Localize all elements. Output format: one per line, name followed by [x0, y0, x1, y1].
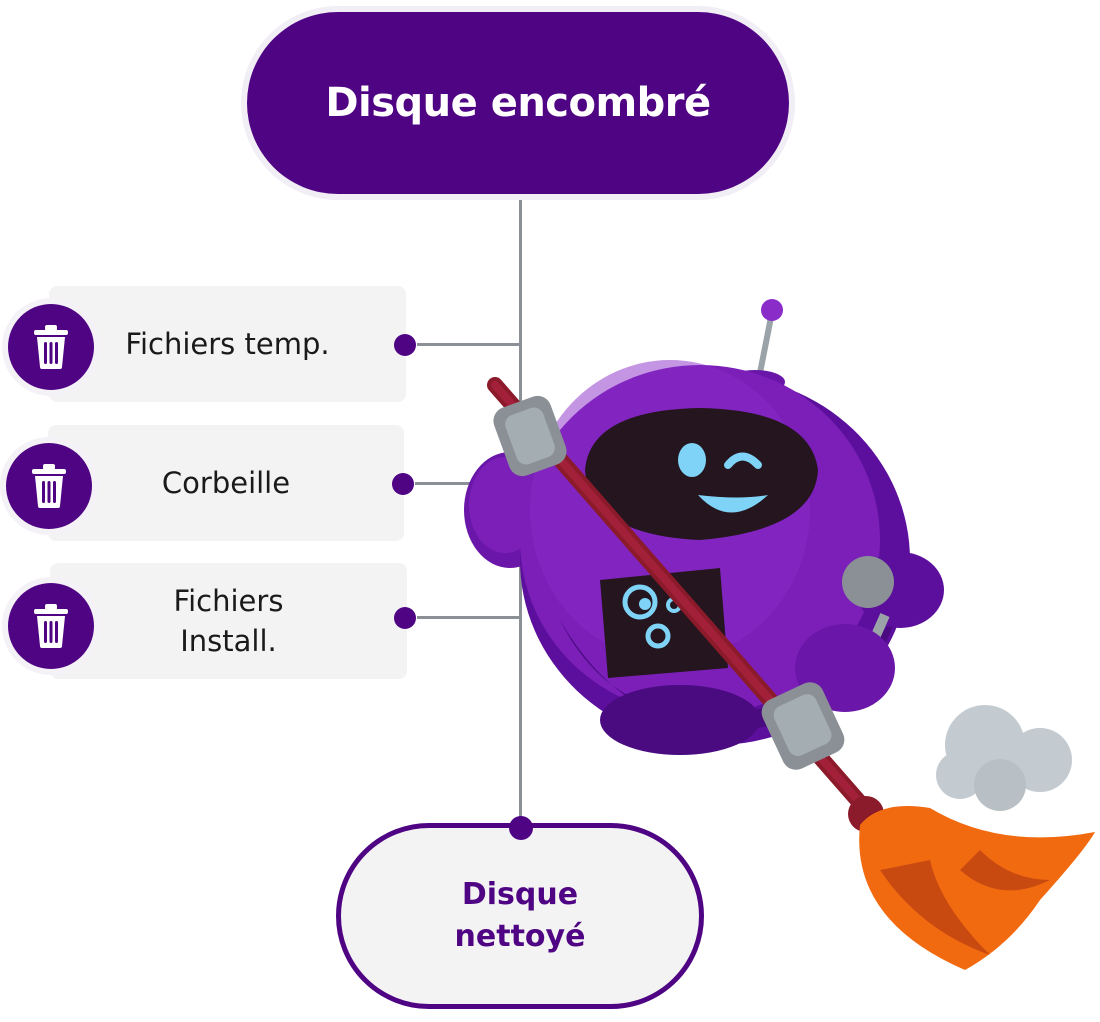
top-node-disque-encombre: Disque encombré [247, 12, 789, 194]
trash-icon [8, 583, 94, 669]
step-label: Corbeille [161, 466, 291, 500]
dust-cloud-icon [936, 705, 1072, 811]
step-card-corbeille: Corbeille [48, 425, 404, 541]
connector-dot-2 [392, 473, 414, 495]
step-card-fichiers-temp: Fichiers temp. [49, 286, 406, 402]
trash-icon [6, 443, 92, 529]
bottom-node-label: Disque nettoyé [454, 877, 586, 954]
branch-connector-1 [417, 343, 521, 346]
step-card-fichiers-install: Fichiers Install. [50, 563, 407, 679]
step-label: Fichiers temp. [125, 327, 330, 361]
step-label: Fichiers Install. [173, 584, 284, 658]
branch-connector-2 [415, 482, 521, 485]
connector-dot-bottom [509, 816, 533, 840]
connector-dot-1 [394, 334, 416, 356]
trash-icon [8, 304, 94, 390]
cleaning-robot-illustration [464, 299, 1095, 970]
connector-dot-3 [394, 607, 416, 629]
bottom-node-disque-nettoye: Disque nettoyé [336, 823, 704, 1009]
branch-connector-3 [417, 616, 521, 619]
top-node-label: Disque encombré [325, 80, 711, 126]
